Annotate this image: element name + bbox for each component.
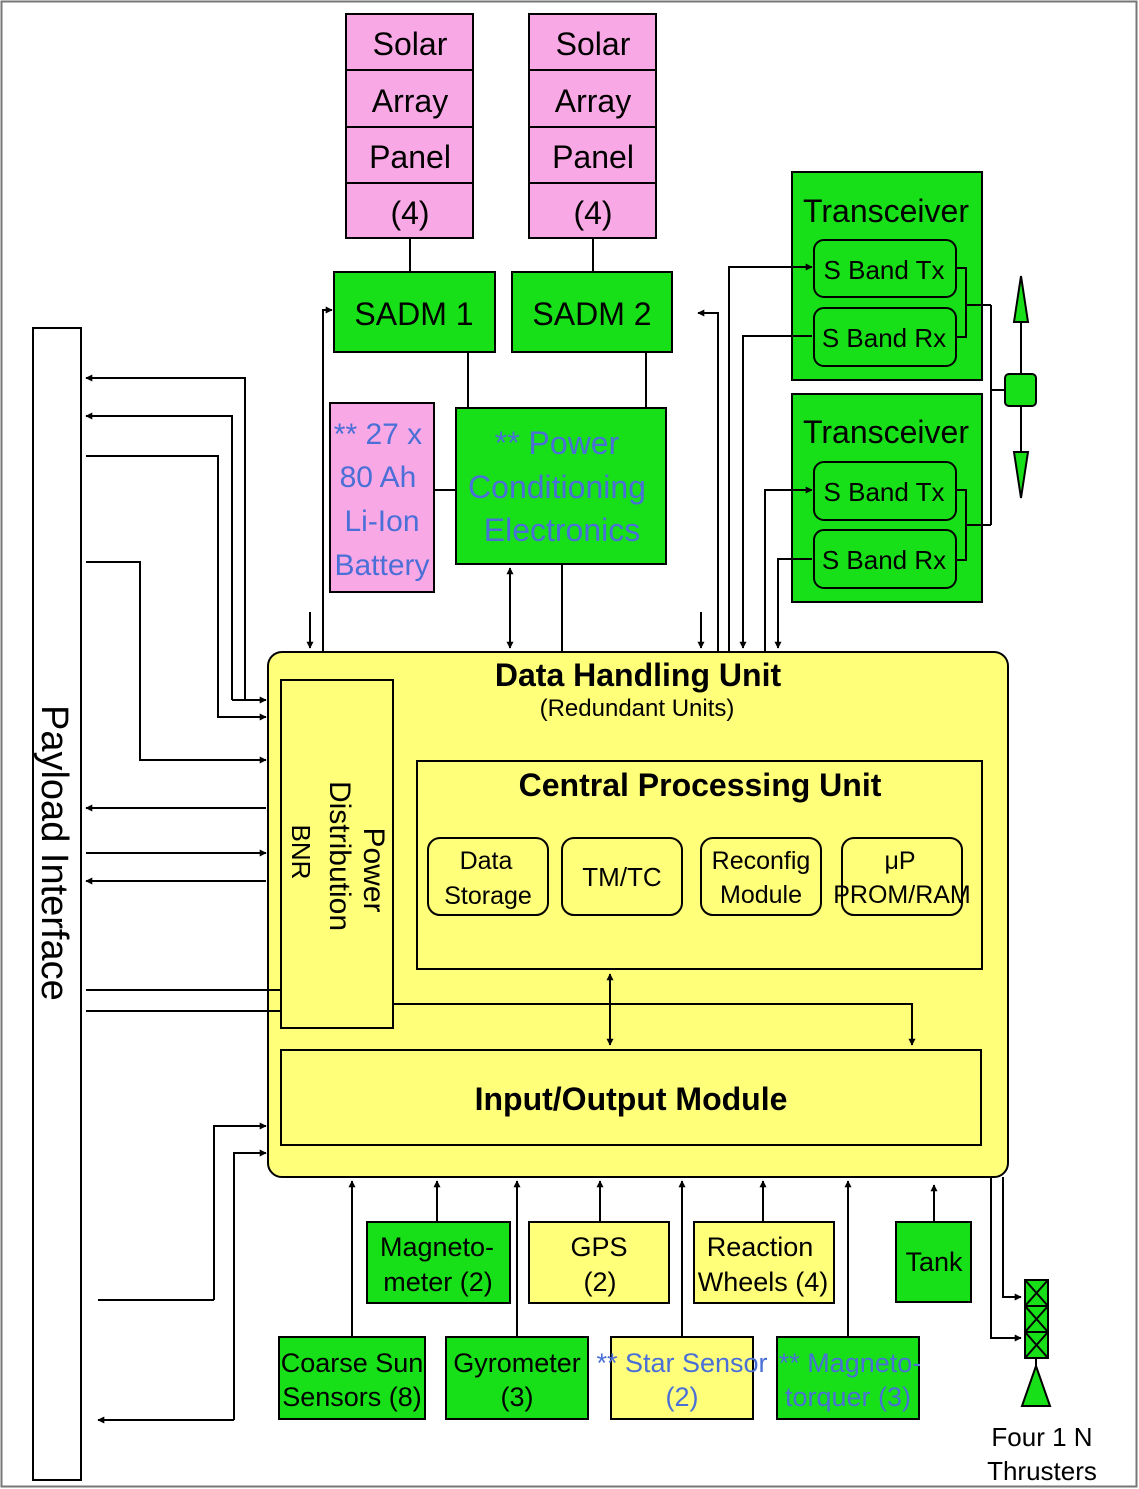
svg-text:BNR: BNR	[286, 825, 316, 880]
svg-text:Array: Array	[555, 83, 631, 119]
svg-text:Conditioning: Conditioning	[468, 469, 646, 505]
svg-text:Reconfig: Reconfig	[712, 847, 811, 875]
svg-text:S Band Rx: S Band Rx	[822, 545, 946, 575]
svg-text:(2): (2)	[584, 1267, 617, 1297]
thruster-icon	[1020, 1279, 1052, 1407]
svg-text:(2): (2)	[666, 1382, 699, 1412]
svg-text:Li-Ion: Li-Ion	[344, 505, 419, 538]
sadm-2-box: SADM 2	[511, 271, 673, 353]
svg-text:Panel: Panel	[552, 139, 634, 175]
power-conditioning-electronics-box: ** Power Conditioning Electronics	[455, 407, 667, 565]
svg-text:Distribution: Distribution	[323, 781, 356, 931]
svg-text:Battery: Battery	[334, 549, 429, 582]
svg-text:Sensors (8): Sensors (8)	[282, 1382, 422, 1412]
svg-text:Solar: Solar	[556, 26, 631, 62]
svg-text:Storage: Storage	[444, 882, 532, 910]
central-processing-unit-box: Central Processing Unit Data Storage TM/…	[416, 760, 983, 970]
svg-text:Input/Output Module: Input/Output Module	[475, 1081, 788, 1117]
svg-text:Data Handling Unit: Data Handling Unit	[495, 657, 782, 693]
svg-text:** Magneto-: ** Magneto-	[779, 1348, 922, 1378]
svg-text:Gyrometer: Gyrometer	[453, 1348, 581, 1378]
svg-text:PROM/RAM: PROM/RAM	[833, 881, 971, 909]
solar-array-panel-1: Solar Array Panel (4)	[345, 13, 474, 239]
thrusters-label-line1: Four 1 N	[991, 1422, 1092, 1452]
svg-text:(4): (4)	[573, 195, 612, 231]
coarse-sun-sensors-box: Coarse Sun Sensors (8)	[278, 1336, 426, 1420]
thrusters-label-line2: Thrusters	[987, 1456, 1097, 1486]
svg-text:SADM 2: SADM 2	[532, 296, 651, 332]
svg-text:Array: Array	[372, 83, 448, 119]
svg-text:SADM 1: SADM 1	[354, 296, 473, 332]
star-sensor-box: ** Star Sensor (2)	[596, 1336, 768, 1420]
payload-interface-label: Payload Interface	[33, 705, 75, 1001]
svg-text:Panel: Panel	[369, 139, 451, 175]
svg-text:S Band Tx: S Band Tx	[824, 255, 945, 285]
svg-text:S Band Tx: S Band Tx	[824, 477, 945, 507]
svg-text:torquer (3): torquer (3)	[785, 1382, 911, 1412]
svg-text:Data: Data	[460, 847, 513, 875]
sadm-1-box: SADM 1	[333, 271, 496, 353]
svg-text:Wheels (4): Wheels (4)	[698, 1267, 829, 1297]
svg-text:meter (2): meter (2)	[383, 1267, 493, 1297]
svg-text:Coarse Sun: Coarse Sun	[281, 1348, 424, 1378]
svg-text:(Redundant Units): (Redundant Units)	[540, 695, 735, 722]
gyrometer-box: Gyrometer (3)	[445, 1336, 589, 1420]
power-distribution-box: Power Distribution BNR	[280, 679, 394, 1029]
battery-box: ** 27 x 80 Ah Li-Ion Battery	[329, 402, 435, 593]
svg-text:Transceiver: Transceiver	[803, 193, 969, 229]
svg-text:Electronics: Electronics	[484, 512, 641, 548]
svg-text:** Power: ** Power	[495, 425, 620, 461]
svg-text:80 Ah: 80 Ah	[340, 461, 417, 494]
svg-text:Magneto-: Magneto-	[380, 1232, 494, 1262]
gps-box: GPS (2)	[528, 1221, 670, 1304]
svg-text:Power: Power	[357, 827, 390, 912]
magnetometer-box: Magneto- meter (2)	[366, 1221, 511, 1304]
svg-text:(3): (3)	[501, 1382, 534, 1412]
svg-text:Solar: Solar	[373, 26, 448, 62]
svg-text:μP: μP	[884, 847, 915, 875]
svg-text:** Star Sensor: ** Star Sensor	[596, 1348, 767, 1378]
tank-box: Tank	[895, 1221, 972, 1303]
transceiver-2-box: Transceiver S Band Tx S Band Rx	[791, 393, 983, 603]
svg-text:GPS: GPS	[570, 1232, 627, 1262]
svg-text:S Band Rx: S Band Rx	[822, 323, 946, 353]
svg-text:Reaction: Reaction	[707, 1232, 814, 1262]
svg-text:Tank: Tank	[905, 1247, 963, 1277]
solar-array-panel-2: Solar Array Panel (4)	[528, 13, 657, 239]
input-output-module-box: Input/Output Module	[280, 1049, 982, 1146]
svg-text:Transceiver: Transceiver	[803, 414, 969, 450]
svg-text:(4): (4)	[390, 195, 429, 231]
svg-text:TM/TC: TM/TC	[582, 862, 661, 892]
svg-text:** 27 x: ** 27 x	[334, 418, 422, 451]
antenna-icon	[1004, 275, 1037, 499]
transceiver-1-box: Transceiver S Band Tx S Band Rx	[791, 171, 983, 381]
svg-text:Central Processing Unit: Central Processing Unit	[519, 767, 882, 803]
payload-interface-bar: Payload Interface	[32, 327, 82, 1481]
reaction-wheels-box: Reaction Wheels (4)	[693, 1221, 835, 1304]
magnetotorquer-box: ** Magneto- torquer (3)	[776, 1336, 922, 1420]
svg-text:Module: Module	[720, 881, 802, 909]
